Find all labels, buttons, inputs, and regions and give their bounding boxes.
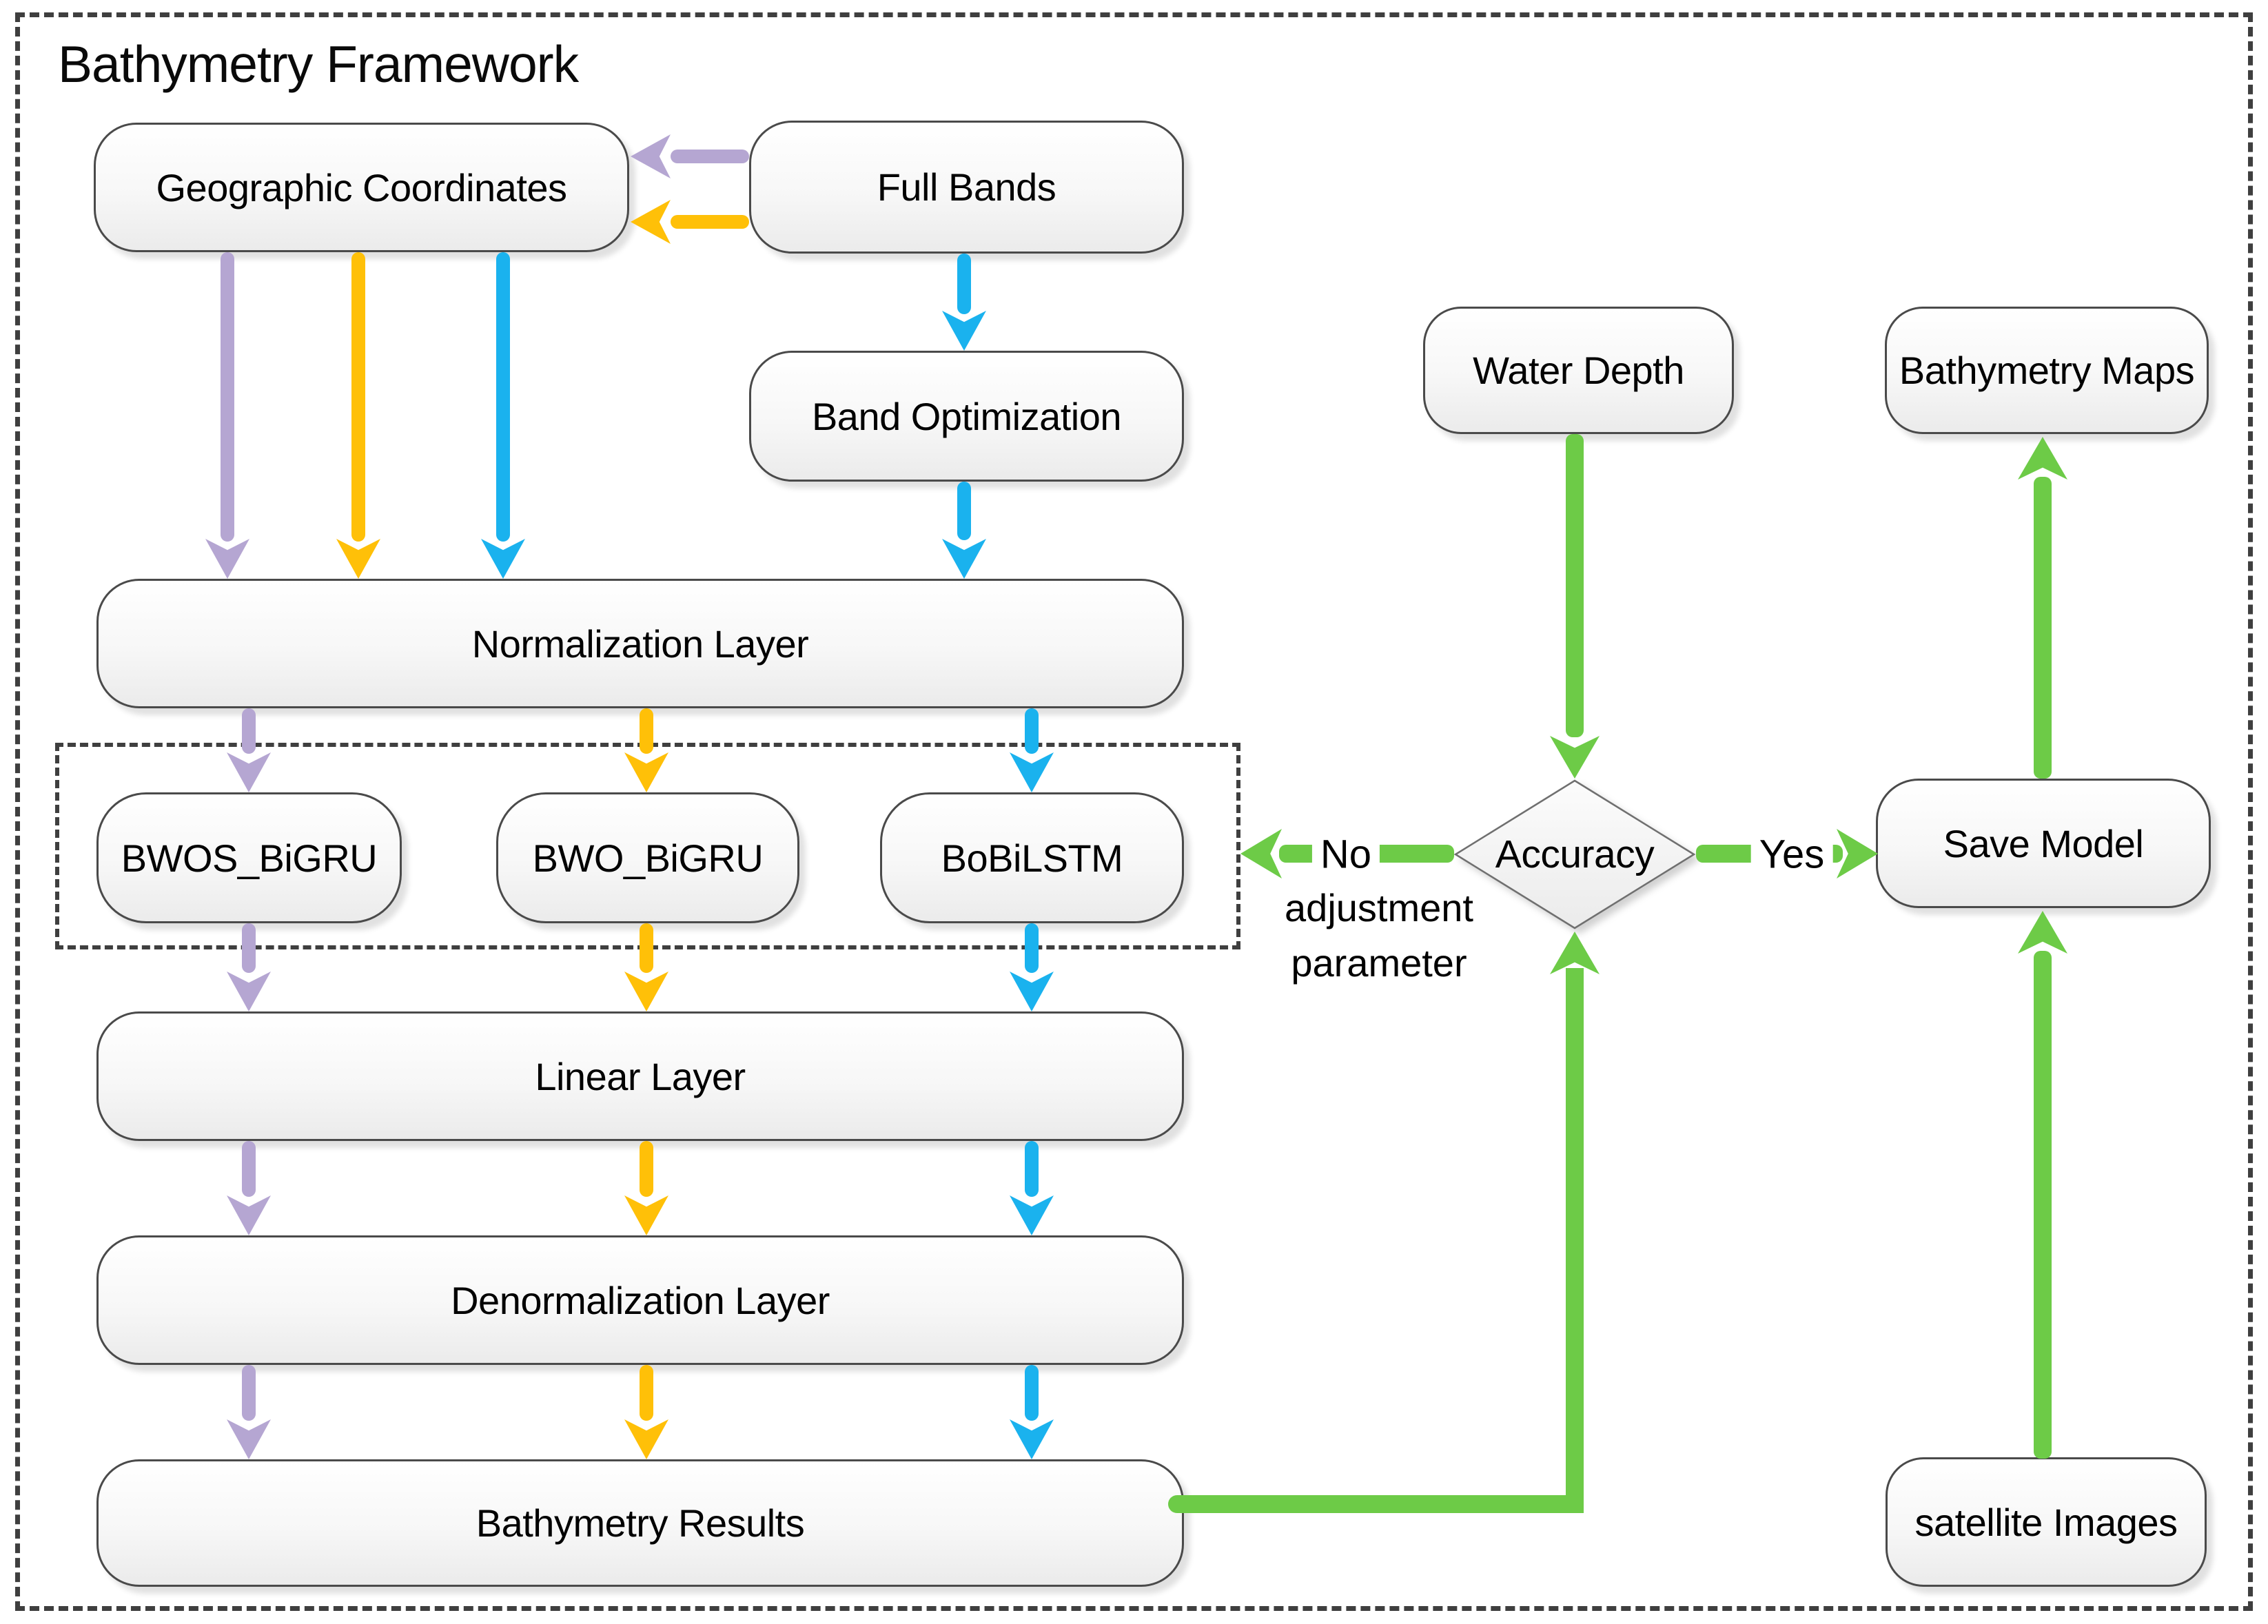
diagram-title: Bathymetry Framework [58,35,579,93]
arrow-fullbands-to-bandopt-shaft [957,254,971,314]
node-label: BoBiLSTM [941,836,1123,880]
node-label: Save Model [1943,821,2144,865]
node-bathymetry-maps: Bathymetry Maps [1885,307,2209,434]
arrow-satellite-to-savemodel-shaft [2034,951,2052,1459]
node-label: Bathymetry Maps [1899,349,2195,392]
arrow-denorm-to-results-purple-shaft [242,1365,256,1421]
node-label: Bathymetry Results [476,1501,805,1545]
node-label: Normalization Layer [471,621,809,666]
node-bobilstm: BoBiLSTM [880,792,1184,923]
node-label: Denormalization Layer [451,1278,830,1322]
arrow-linear-to-denorm-purple-shaft [242,1141,256,1197]
arrow-geo-to-normalization-yellow-shaft [351,252,365,542]
node-bwos-bigru: BWOS_BiGRU [96,792,402,923]
node-label: Accuracy [1495,832,1655,876]
node-label: Geographic Coordinates [156,165,567,209]
arrow-denorm-to-results-blue-shaft [1025,1365,1039,1421]
arrow-normalization-to-bwos-shaft [242,708,256,754]
node-geographic-coordinates: Geographic Coordinates [94,123,629,252]
arrow-bandopt-to-normalization-shaft [957,482,971,540]
arrow-bwo-to-linear-shaft [640,923,653,973]
arrow-normalization-to-bobilstm-shaft [1025,708,1039,754]
diamond-shape [1453,779,1696,929]
node-label: Water Depth [1473,349,1684,392]
arrow-linear-to-denorm-blue-shaft [1025,1141,1039,1197]
node-band-optimization: Band Optimization [749,351,1184,482]
edge-label-yes: Yes [1750,831,1833,878]
note-line-2: parameter [1291,941,1467,985]
arrow-waterdepth-to-accuracy-shaft [1566,434,1584,737]
note-line-1: adjustment [1285,886,1473,929]
arrow-normalization-to-bwo-shaft [640,708,653,754]
arrow-linear-to-denorm-yellow-shaft [640,1141,653,1197]
arrow-bwos-to-linear-shaft [242,923,256,973]
node-full-bands: Full Bands [749,121,1184,254]
note-adjustment-parameter: adjustment parameter [1285,881,1473,991]
node-label: Full Bands [877,165,1056,209]
node-label: BWO_BiGRU [532,836,764,880]
node-normalization-layer: Normalization Layer [96,579,1184,708]
framework-dashed-border [15,12,2253,1611]
arrow-geo-to-normalization-purple-shaft [221,252,234,542]
arrow-bobilstm-to-linear-shaft [1025,923,1039,973]
edge-label-no: No [1311,831,1380,878]
node-denormalization-layer: Denormalization Layer [96,1235,1184,1365]
node-label: satellite Images [1914,1500,2178,1544]
node-bathymetry-results: Bathymetry Results [96,1459,1184,1587]
node-linear-layer: Linear Layer [96,1011,1184,1141]
arrow-denorm-to-results-yellow-shaft [640,1365,653,1421]
arrow-geo-to-normalization-blue-shaft [496,252,510,542]
arrow-results-to-accuracy-vertical-shaft [1566,968,1584,1513]
node-accuracy-diamond: Accuracy [1453,779,1696,930]
node-label: BWOS_BiGRU [121,836,378,880]
node-bwo-bigru: BWO_BiGRU [496,792,799,923]
arrow-savemodel-to-maps-shaft [2034,477,2052,779]
arrow-fullbands-to-geo-yellow-shaft [671,215,749,229]
node-save-model: Save Model [1876,779,2211,908]
node-water-depth: Water Depth [1423,307,1734,434]
arrow-fullbands-to-geo-purple-shaft [671,150,749,163]
node-label: Band Optimization [811,394,1122,438]
arrow-results-to-accuracy-horizontal-shaft [1168,1495,1582,1513]
node-satellite-images: satellite Images [1886,1457,2207,1587]
node-label: Linear Layer [535,1054,746,1098]
